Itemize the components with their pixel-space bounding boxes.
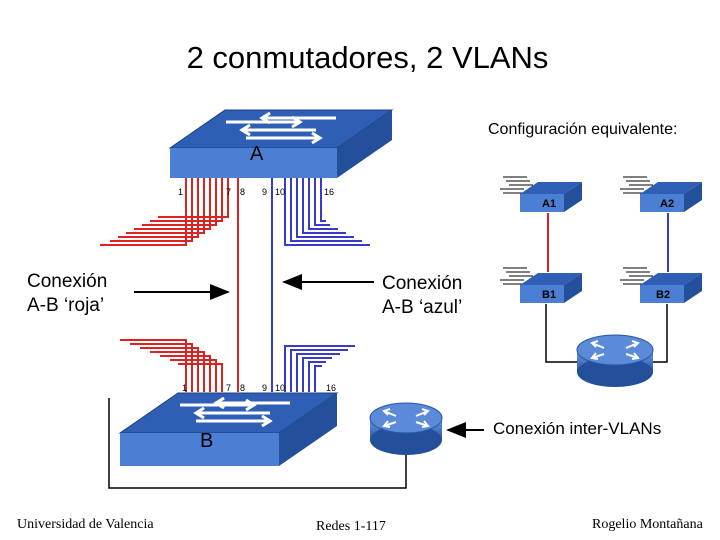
switch-a-blue-ports	[284, 175, 370, 246]
footer-page: Redes 1-117	[316, 519, 386, 534]
equiv-router-icon	[576, 334, 654, 387]
port-label: 7	[226, 383, 231, 393]
red-connection-label: Conexión A-B ‘roja’	[27, 270, 107, 318]
switch-b1	[500, 267, 582, 303]
blue-connection-line2: A-B ‘azul’	[382, 297, 463, 318]
port-label: 16	[326, 383, 336, 393]
footer-university: Universidad de Valencia	[17, 517, 154, 532]
footer-author: Rogelio Montañana	[592, 517, 703, 532]
switch-a2-label: A2	[660, 198, 674, 210]
port-label: 1	[182, 383, 187, 393]
port-label: 10	[275, 187, 285, 197]
switch-b	[118, 392, 339, 466]
switch-b-red-ports	[120, 339, 223, 392]
blue-connection-label: Conexión A-B ‘azul’	[382, 272, 462, 320]
port-label: 16	[324, 187, 334, 197]
switch-b2-label: B2	[656, 289, 670, 301]
switch-a-red-ports	[100, 175, 229, 246]
port-label: 9	[262, 187, 267, 197]
port-label: 8	[240, 187, 245, 197]
red-connection-line1: Conexión	[27, 271, 108, 292]
switch-a-label: A	[250, 143, 264, 165]
switch-a1	[500, 176, 582, 212]
switch-b-blue-ports	[284, 345, 355, 392]
intervlan-label: Conexión inter-VLANs	[493, 419, 662, 438]
switch-b2	[620, 267, 702, 303]
slide-title: 2 conmutadores, 2 VLANs	[186, 40, 549, 75]
switch-b-label: B	[200, 430, 214, 452]
intervlan-cable	[108, 398, 407, 489]
port-label: 7	[226, 187, 231, 197]
switch-a2	[620, 176, 702, 212]
port-label: 8	[240, 383, 245, 393]
equiv-router-cable	[545, 304, 668, 363]
switch-b1-label: B1	[542, 289, 556, 301]
port-label: 9	[262, 383, 267, 393]
blue-connection-line1: Conexión	[382, 273, 463, 294]
equivalent-config-label: Configuración equivalente:	[488, 121, 678, 138]
switch-a	[168, 109, 394, 178]
port-label: 10	[275, 383, 285, 393]
switch-a1-label: A1	[542, 198, 556, 210]
router-icon	[369, 402, 443, 455]
port-label: 1	[178, 187, 183, 197]
red-connection-line2: A-B ‘roja’	[27, 295, 105, 316]
